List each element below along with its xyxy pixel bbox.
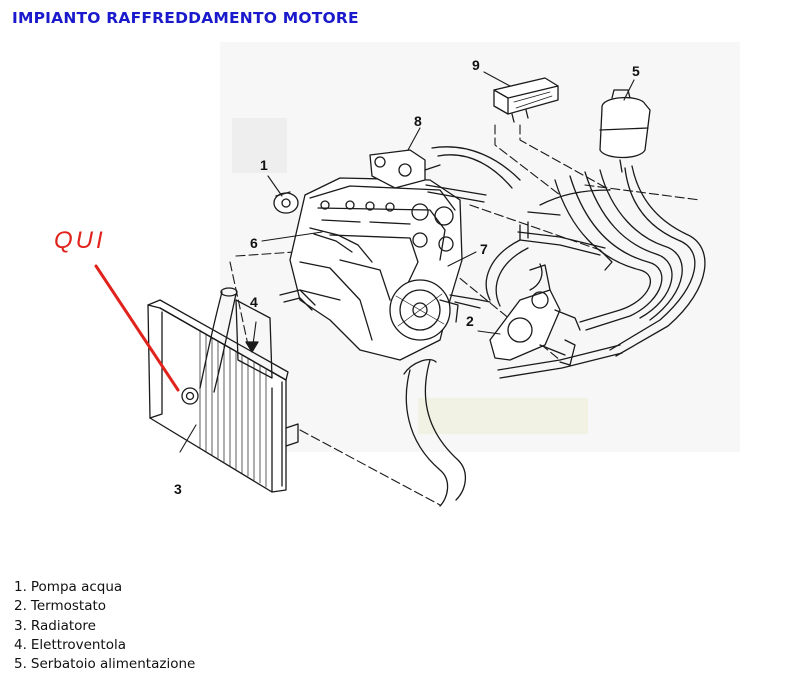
radiator (147, 299, 299, 493)
callout-2: 2 (466, 313, 474, 329)
page-title: IMPIANTO RAFFREDDAMENTO MOTORE (12, 9, 359, 27)
legend-item: 3.Radiatore (14, 617, 96, 634)
thermostat-housing (489, 264, 581, 366)
lower-hose (405, 359, 466, 507)
legend-item: 4.Elettroventola (14, 636, 127, 653)
legend-item: 2.Termostato (14, 598, 107, 615)
callout-8: 8 (414, 113, 422, 129)
callout-1: 1 (260, 157, 268, 173)
fan-arrow (245, 341, 259, 353)
coolant-hoses (279, 146, 706, 379)
qui-annotation-arrow (94, 264, 180, 392)
heater-core (493, 77, 559, 123)
component-legend: 1.Pompa acqua 2.Termostato 3.Radiatore 4… (14, 578, 195, 674)
legend-item: 5.Serbatoio alimentazione (14, 656, 196, 673)
callout-7: 7 (480, 241, 488, 257)
radiator-fins (199, 329, 267, 488)
qui-annotation-label: QUI (54, 227, 106, 254)
callout-labels: 1 2 3 4 5 6 7 8 9 (174, 57, 640, 497)
callout-4: 4 (250, 294, 258, 310)
valve-assembly (369, 149, 441, 189)
water-pump (273, 191, 299, 214)
callout-9: 9 (472, 57, 480, 73)
engine-block (289, 177, 463, 361)
upper-hose (199, 291, 237, 393)
expansion-tank (599, 89, 651, 173)
callout-5: 5 (632, 63, 640, 79)
leader-lines (179, 71, 635, 453)
callout-6: 6 (250, 235, 258, 251)
dashed-guides (229, 124, 701, 506)
callout-3: 3 (174, 481, 182, 497)
cooling-system-diagram: 1 2 3 4 5 6 7 8 9 QUI (54, 42, 740, 507)
legend-item: 1.Pompa acqua (14, 579, 123, 595)
